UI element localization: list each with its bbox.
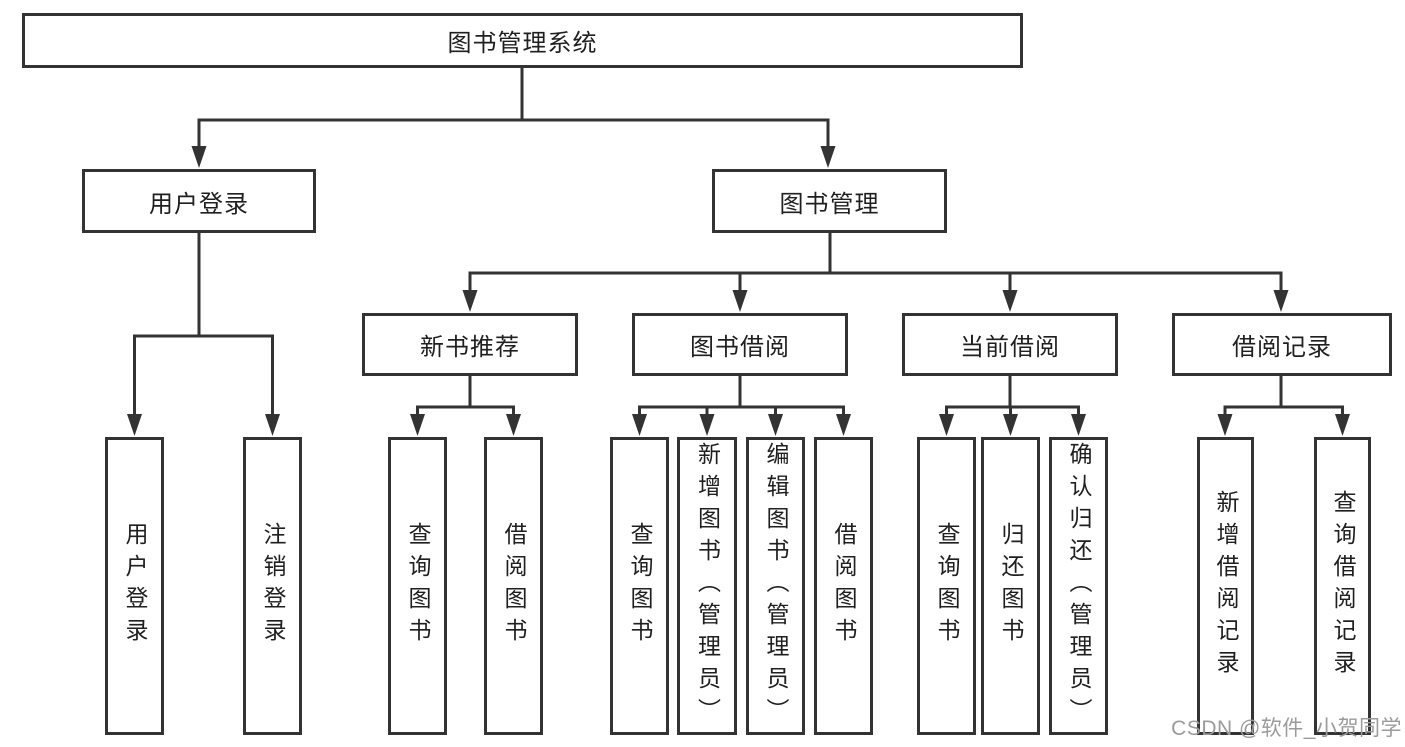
leaf-query-books-borrowing: 查询图书 [610,437,669,735]
node-library-management-system: 图书管理系统 [22,13,1023,68]
node-current-borrowing: 当前借阅 [902,313,1118,376]
node-book-borrowing: 图书借阅 [632,313,848,376]
leaf-query-books-recommend: 查询图书 [388,437,447,735]
leaf-borrow-books: 借阅图书 [814,437,873,735]
leaf-user-login: 用户登录 [105,437,164,735]
leaf-add-borrow-record: 新增借阅记录 [1197,437,1254,735]
leaf-query-books-current: 查询图书 [917,437,976,735]
leaf-borrow-books-recommend: 借阅图书 [484,437,543,735]
leaf-confirm-return-admin: 确认归还（管理员） [1049,437,1108,735]
leaf-edit-books-admin: 编辑图书（管理员） [746,437,805,735]
node-borrowing-records: 借阅记录 [1172,313,1392,376]
arrowheads [127,146,1350,436]
node-new-book-recommend: 新书推荐 [362,313,578,376]
leaf-query-borrow-record: 查询借阅记录 [1314,437,1371,735]
node-user-login: 用户登录 [82,169,316,233]
leaf-add-books-admin: 新增图书（管理员） [677,437,737,735]
node-book-management: 图书管理 [712,169,947,233]
leaf-return-books: 归还图书 [981,437,1040,735]
leaf-logout: 注销登录 [243,437,302,735]
watermark: CSDN @软件_小贺同学 [1171,717,1402,740]
